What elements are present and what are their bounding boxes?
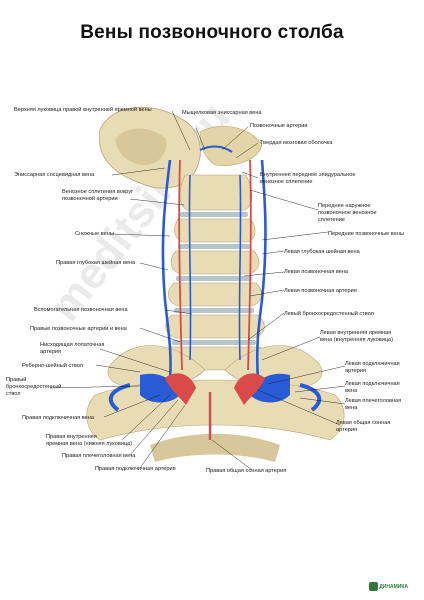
- label-left-ij-2: вена (внутренняя луковица): [320, 337, 393, 343]
- artery-network: [165, 159, 265, 440]
- label-costocervical: Реберно-шейный ствол: [22, 362, 83, 369]
- label-external-plexus-3: сплетение: [318, 217, 345, 223]
- label-dura: Твердая мозговая оболочка: [260, 140, 333, 146]
- label-vertebral-arteries-top: Позвоночные артерии: [250, 123, 308, 129]
- label-left-subclavian-artery-1: Левая подключичная: [345, 361, 400, 367]
- label-right-ij-1: Правая внутренняя: [46, 434, 97, 440]
- label-left-brachiocephalic-vein-1: Левая плечеголовная: [345, 398, 401, 404]
- label-anterior-vertebral: Передние позвоночные вены: [328, 231, 404, 237]
- label-right-deep-cervical: Правая глубокая шейная вена: [56, 259, 136, 266]
- label-external-plexus-1: Переднее наружное: [318, 203, 371, 209]
- label-left-ij-1: Левая внутренняя яремная: [320, 330, 391, 336]
- label-internal-plexus-2: венозное сплетение: [260, 179, 313, 185]
- label-right-bronchomed-3: ствол: [6, 391, 21, 397]
- skull-base: [98, 106, 263, 189]
- label-left-subclavian-artery-2: артерия: [345, 368, 366, 374]
- label-left-vertebral-artery: Левая позвоночная артерия: [284, 288, 357, 294]
- label-condylar-emissary: Мыщелковая эниссарная вена: [182, 110, 262, 116]
- label-snowy-veins: Снежные вены: [75, 231, 114, 237]
- label-venous-plexus-2: позвоночной артерии: [62, 195, 118, 202]
- label-left-brachiocephalic-trunk: Левый бронхосредостенный ствол: [284, 310, 374, 317]
- label-right-subclavian-vein: Правая подключичная вена: [22, 415, 95, 421]
- label-left-common-carotid-2: артерия: [336, 427, 357, 433]
- label-left-deep-cervical: Левая глубокая шейная вена: [284, 248, 361, 255]
- poster-title: Вены позвоночного столба: [80, 22, 344, 43]
- label-external-plexus-2: позвоночное венозное: [318, 210, 377, 216]
- label-left-subclavian-vein-1: Левая подключичная: [345, 381, 400, 387]
- label-upper-bulb: Верхняя луковица правой внутренней яремн…: [14, 106, 152, 113]
- label-left-brachiocephalic-vein-2: вена: [345, 405, 358, 411]
- label-descending-scapular-2: артерия: [40, 349, 61, 355]
- label-right-brachiocephalic: Правая плечеголовная вена: [62, 453, 136, 459]
- diagram-labels: Верхняя луковица правой внутренней яремн…: [6, 106, 404, 474]
- label-venous-plexus-1: Венозное сплетения вокруг: [62, 189, 133, 195]
- label-right-vertebral-av: Правые позвоночные артерии и вена: [30, 326, 128, 332]
- label-left-subclavian-vein-2: вена: [345, 388, 358, 394]
- label-left-vertebral-vein: Левая позвоночная вена: [284, 269, 349, 275]
- publisher-logo-icon: [369, 582, 378, 591]
- label-right-ij-2: яремная вена (нижняя луковица): [46, 441, 132, 447]
- label-left-common-carotid-1: Левая общая сонная: [336, 420, 390, 426]
- publisher-logo: ДИНАМИКА: [379, 584, 408, 590]
- label-right-bronchomed-2: бронхосредостенный: [6, 383, 61, 390]
- leader-lines: [49, 110, 346, 471]
- label-right-common-carotid: Правая общая сонная артерия: [206, 468, 286, 474]
- label-descending-scapular-1: Нисходящая лопаточная: [40, 342, 104, 348]
- label-mastoid-emissary: Эниссарная сосцевидная вена: [14, 172, 95, 178]
- vertebral-column: [163, 174, 267, 371]
- label-accessory-vertebral: Вспомогательная позвоночная вена: [34, 307, 128, 313]
- label-internal-plexus-1: Внутреннее переднее эпидуральное: [260, 172, 355, 178]
- label-right-subclavian-artery: Правая подключичная артерия: [95, 466, 176, 472]
- label-right-bronchomed-1: Правый: [6, 376, 26, 383]
